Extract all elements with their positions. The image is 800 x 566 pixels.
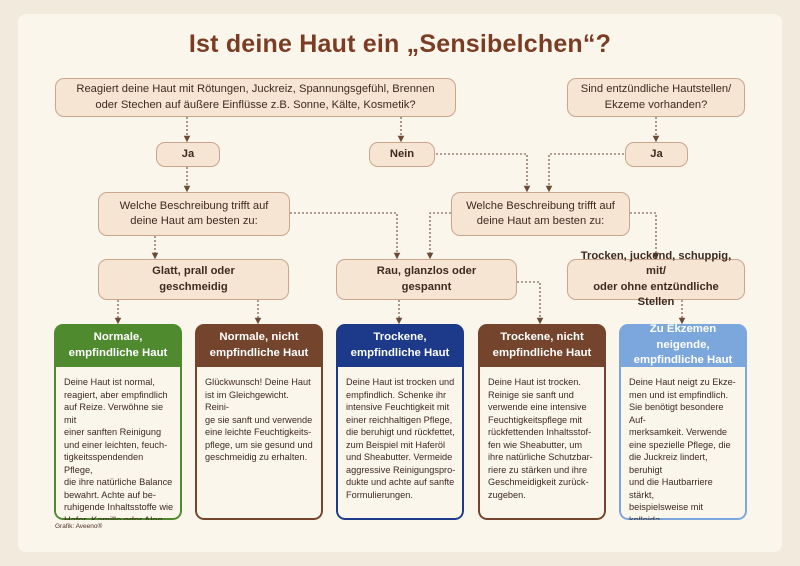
result-card-normal-sensitive: Normale, empfindliche Haut Deine Haut is… [54,324,182,520]
result-heading: Trockene, empfindliche Haut [336,324,464,367]
question-eczema-box: Sind entzündliche Hautstellen/ Ekzeme vo… [567,78,745,117]
result-text: Glückwunsch! Deine Haut ist im Gleichgew… [195,367,323,520]
description-rough: Rau, glanzlos oder gespannt [336,259,517,300]
graphic-credit: Grafik: Aveeno® [55,523,103,530]
result-card-normal-not-sensitive: Normale, nicht empfindliche Haut Glückwu… [195,324,323,520]
result-card-dry-sensitive: Trockene, empfindliche Haut Deine Haut i… [336,324,464,520]
result-text: Deine Haut ist trocken. Reinige sie sanf… [478,367,606,520]
answer-no: Nein [369,142,435,167]
result-card-eczema-sensitive: Zu Ekzemen neigende, empfindliche Haut D… [619,324,747,520]
describe-question-right: Welche Beschreibung trifft auf deine Hau… [451,192,630,236]
question-irritation-box: Reagiert deine Haut mit Rötungen, Juckre… [55,78,456,117]
answer-yes-right: Ja [625,142,688,167]
result-text: Deine Haut neigt zu Ekze- men und ist em… [619,367,747,520]
result-text: Deine Haut ist trocken und empfindlich. … [336,367,464,520]
result-heading: Normale, empfindliche Haut [54,324,182,367]
result-text: Deine Haut ist normal, reagiert, aber em… [54,367,182,520]
page-title: Ist deine Haut ein „Sensibelchen“? [188,30,612,58]
result-heading: Zu Ekzemen neigende, empfindliche Haut [619,324,747,367]
description-dry-itchy: Trocken, juckend, schuppig, mit/ oder oh… [567,250,745,308]
result-heading: Normale, nicht empfindliche Haut [195,324,323,367]
result-heading: Trockene, nicht empfindliche Haut [478,324,606,367]
description-smooth: Glatt, prall oder geschmeidig [98,259,289,300]
result-card-dry-not-sensitive: Trockene, nicht empfindliche Haut Deine … [478,324,606,520]
answer-yes-left: Ja [156,142,220,167]
describe-question-left: Welche Beschreibung trifft auf deine Hau… [98,192,290,236]
